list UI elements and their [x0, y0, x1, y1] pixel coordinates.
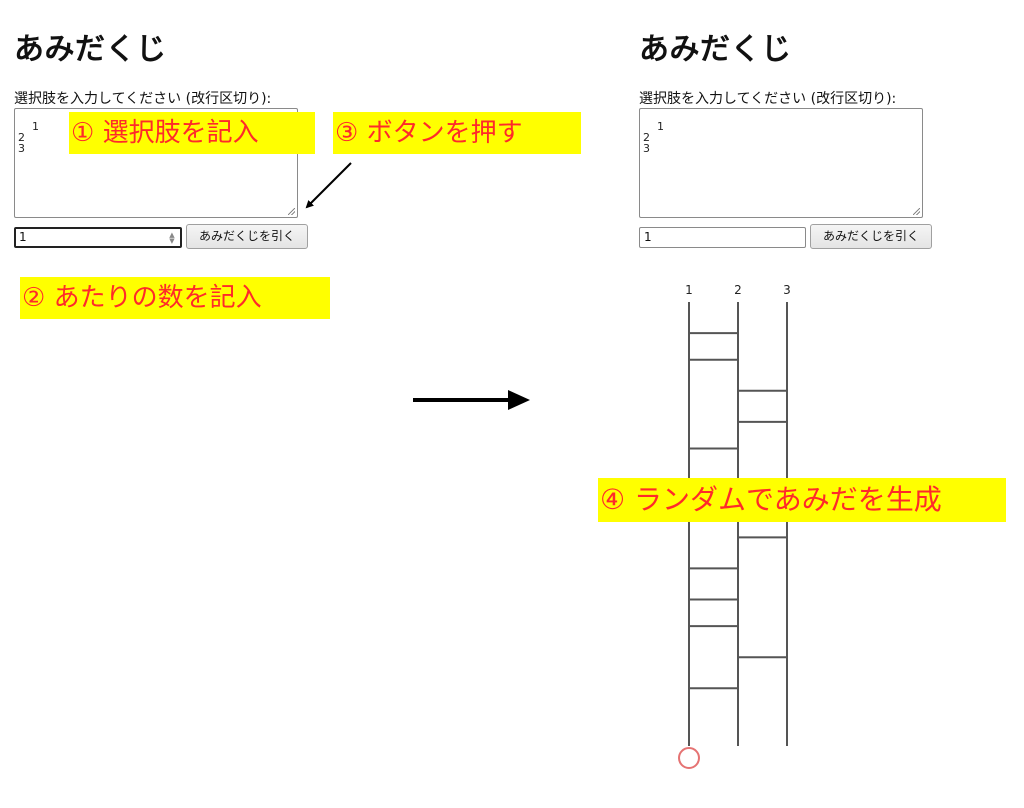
hit-count-input[interactable]: 1	[639, 227, 806, 248]
choices-text: 1 2 3	[18, 120, 39, 155]
ladder-column-label: 2	[734, 283, 742, 297]
choices-label: 選択肢を入力してください (改行区切り):	[14, 91, 272, 107]
resize-grip-icon[interactable]	[288, 208, 295, 215]
spinner-arrows-icon[interactable]: ▲▼	[169, 231, 175, 245]
pointer-arrow-icon	[305, 162, 352, 209]
amidakuji-ladder: 1 2 3	[678, 283, 791, 769]
choices-label: 選択肢を入力してください (改行区切り):	[639, 91, 897, 107]
choices-textarea[interactable]: 1 2 3	[639, 108, 923, 218]
annotation-step3: ③ ボタンを押す	[333, 112, 581, 154]
hit-count-value: 1	[644, 230, 652, 244]
hit-count-input[interactable]: 1 ▲▼	[14, 227, 182, 248]
ladder-column-label: 1	[685, 283, 693, 297]
draw-amidakuji-button[interactable]: あみだくじを引く	[810, 224, 932, 249]
annotation-step1: ① 選択肢を記入	[69, 112, 315, 154]
hit-marker-circle	[678, 747, 700, 769]
page-title: あみだくじ	[14, 32, 167, 67]
annotation-step4: ④ ランダムであみだを生成	[598, 478, 1006, 522]
draw-amidakuji-button[interactable]: あみだくじを引く	[186, 224, 308, 249]
annotation-step2: ② あたりの数を記入	[20, 277, 330, 319]
transition-arrow-icon	[413, 390, 530, 410]
resize-grip-icon[interactable]	[913, 208, 920, 215]
page-title: あみだくじ	[639, 32, 792, 67]
hit-count-value: 1	[19, 230, 27, 244]
ladder-column-label: 3	[783, 283, 791, 297]
choices-text: 1 2 3	[643, 120, 664, 155]
